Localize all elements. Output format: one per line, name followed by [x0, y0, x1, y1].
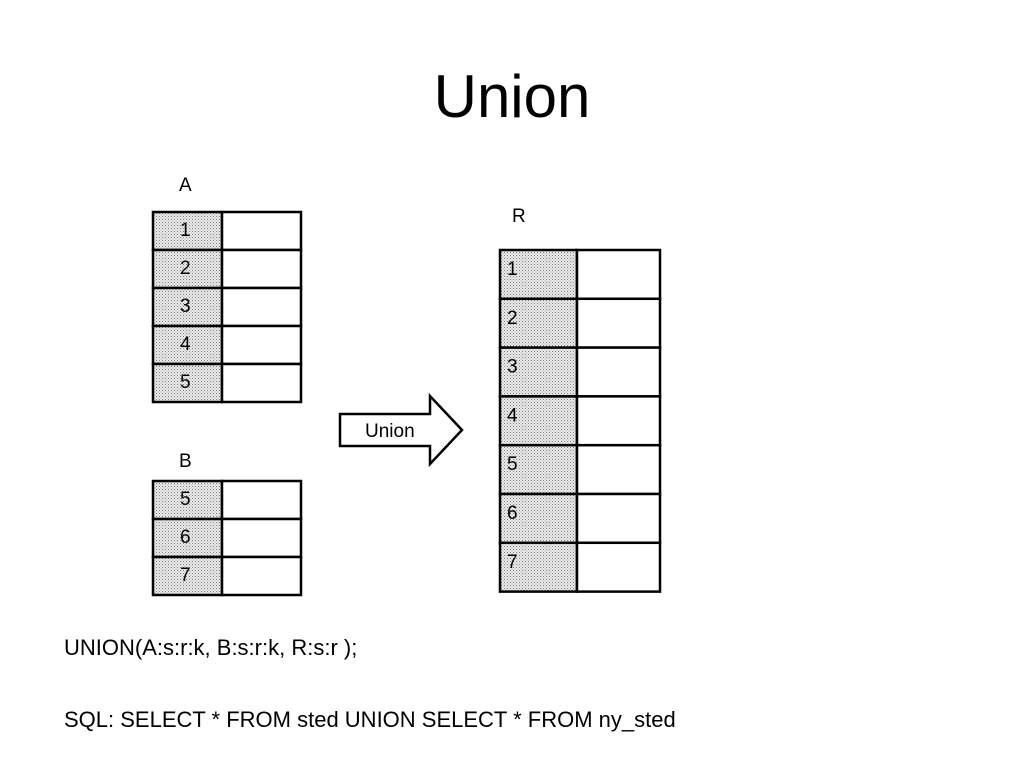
table-row: 2: [498, 297, 662, 349]
table-row: 4: [151, 324, 303, 366]
key-label: 1: [507, 259, 518, 280]
value-cell: [220, 517, 303, 559]
value-cell: [575, 541, 662, 593]
table-row: 3: [498, 346, 662, 398]
table-b-label: B: [179, 451, 192, 472]
table-row: 5: [151, 362, 303, 404]
key-cell: [151, 248, 224, 290]
key-cell: [498, 541, 579, 593]
key-cell: [151, 555, 224, 597]
table-row: 6: [151, 517, 303, 559]
table-row: 7: [151, 555, 303, 597]
table-r: 1 2 3 4 5 6 7: [498, 248, 662, 593]
key-label: 5: [180, 489, 191, 510]
slide-title: Union: [433, 63, 591, 130]
table-r-label: R: [512, 206, 526, 227]
value-cell: [220, 479, 303, 521]
value-cell: [220, 248, 303, 290]
key-cell: [151, 362, 224, 404]
value-cell: [220, 286, 303, 328]
value-cell: [575, 297, 662, 349]
key-label: 7: [180, 565, 191, 586]
value-cell: [575, 443, 662, 496]
table-row: 5: [151, 479, 303, 521]
value-cell: [220, 555, 303, 597]
union-arrow-label: Union: [365, 421, 415, 442]
key-label: 2: [507, 308, 518, 329]
union-call-text: UNION(A:s:r:k, B:s:r:k, R:s:r );: [64, 635, 358, 660]
table-a: 1 2 3 4 5: [151, 210, 303, 404]
value-cell: [575, 395, 662, 447]
key-label: 5: [507, 454, 518, 475]
key-label: 3: [180, 296, 191, 317]
key-label: 6: [180, 527, 191, 548]
key-label: 1: [180, 220, 191, 241]
table-row: 7: [498, 541, 662, 593]
key-label: 6: [507, 503, 518, 524]
key-cell: [498, 248, 579, 301]
union-arrow: Union: [338, 392, 464, 468]
key-label: 4: [507, 405, 518, 426]
table-row: 5: [498, 443, 662, 496]
table-row: 1: [498, 248, 662, 301]
sql-statement-text: SQL: SELECT * FROM sted UNION SELECT * F…: [64, 707, 676, 732]
value-cell: [575, 248, 662, 301]
key-label: 4: [180, 334, 191, 355]
value-cell: [575, 346, 662, 398]
table-row: 2: [151, 248, 303, 290]
key-cell: [151, 324, 224, 366]
table-a-label: A: [179, 175, 192, 196]
key-label: 7: [507, 552, 518, 573]
value-cell: [220, 324, 303, 366]
table-row: 3: [151, 286, 303, 328]
table-b: 5 6 7: [151, 479, 303, 597]
table-row: 1: [151, 210, 303, 252]
key-label: 3: [507, 357, 518, 378]
value-cell: [220, 210, 303, 252]
key-label: 5: [180, 372, 191, 393]
key-cell: [498, 346, 579, 398]
key-cell: [498, 395, 579, 447]
union-arrow-shape: [338, 392, 464, 468]
key-label: 2: [180, 258, 191, 279]
table-row: 6: [498, 492, 662, 545]
value-cell: [575, 492, 662, 545]
table-row: 4: [498, 395, 662, 447]
value-cell: [220, 362, 303, 404]
